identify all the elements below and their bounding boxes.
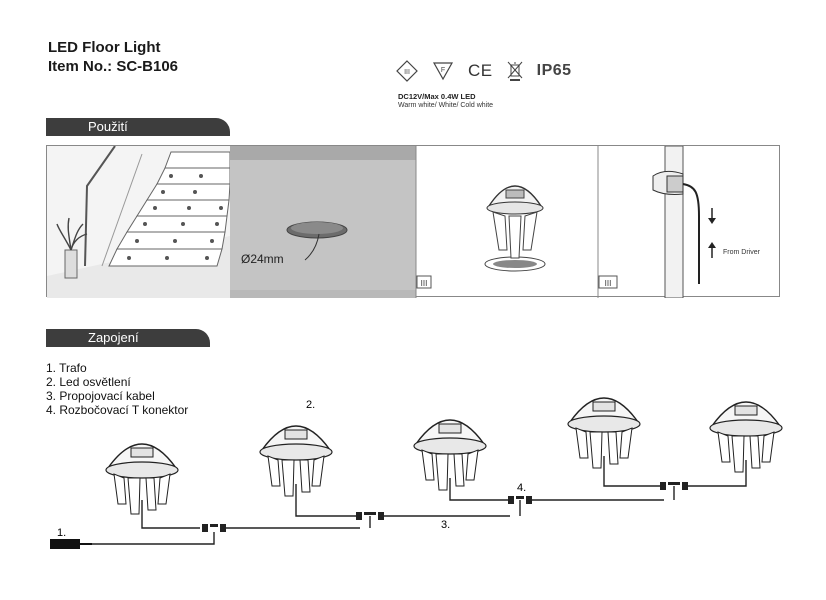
spec-power: DC12V/Max 0.4W LED (398, 92, 476, 101)
t-connectors (202, 482, 688, 532)
class-mark-1: III (421, 279, 428, 288)
cable-network (90, 456, 747, 545)
certification-row: III F CE IP65 (396, 60, 572, 82)
f-mark-icon: F (432, 61, 454, 81)
fixture-illustration: III (415, 146, 546, 298)
floor-cutout-illustration: Ø24mm (230, 146, 416, 298)
legend-item-2: 2. Led osvětlení (46, 375, 131, 389)
callout-3: 3. (441, 519, 450, 531)
ip-rating: IP65 (536, 62, 572, 79)
title-line-1: LED Floor Light (48, 39, 161, 56)
class-iii-icon: III (396, 60, 418, 82)
callout-2: 2. (306, 399, 315, 411)
legend-item-3: 3. Propojovací kabel (46, 389, 155, 403)
usage-section-tab: Použití (46, 118, 230, 136)
spec-colors: Warm white/ White/ Cold white (398, 102, 494, 109)
weee-bin-icon (507, 60, 523, 82)
legend-item-4: 4. Rozbočovací T konektor (46, 403, 189, 417)
callout-1: 1. (57, 527, 66, 539)
from-driver-label: From Driver (723, 249, 761, 256)
class-mark-2: III (605, 279, 612, 288)
staircase-illustration (47, 146, 231, 298)
title-line-2: Item No.: SC-B106 (48, 58, 179, 75)
usage-illustration-panel: Ø24mm III III (46, 145, 780, 298)
wiring-section-tab: Zapojení (46, 329, 210, 347)
diameter-label: Ø24mm (241, 252, 284, 266)
legend-item-1: 1. Trafo (46, 361, 87, 375)
trafo-plug (50, 539, 80, 549)
callout-4: 4. (517, 482, 526, 494)
product-title: LED Floor Light Item No.: SC-B106 (48, 38, 178, 76)
class-iii-label: III (404, 69, 410, 76)
ce-mark-icon: CE (468, 61, 493, 80)
wall-mount-illustration: III From Driver (597, 146, 761, 298)
wiring-legend: 1. Trafo 2. Led osvětlení 3. Propojovací… (46, 361, 188, 417)
f-mark-label: F (441, 67, 445, 74)
